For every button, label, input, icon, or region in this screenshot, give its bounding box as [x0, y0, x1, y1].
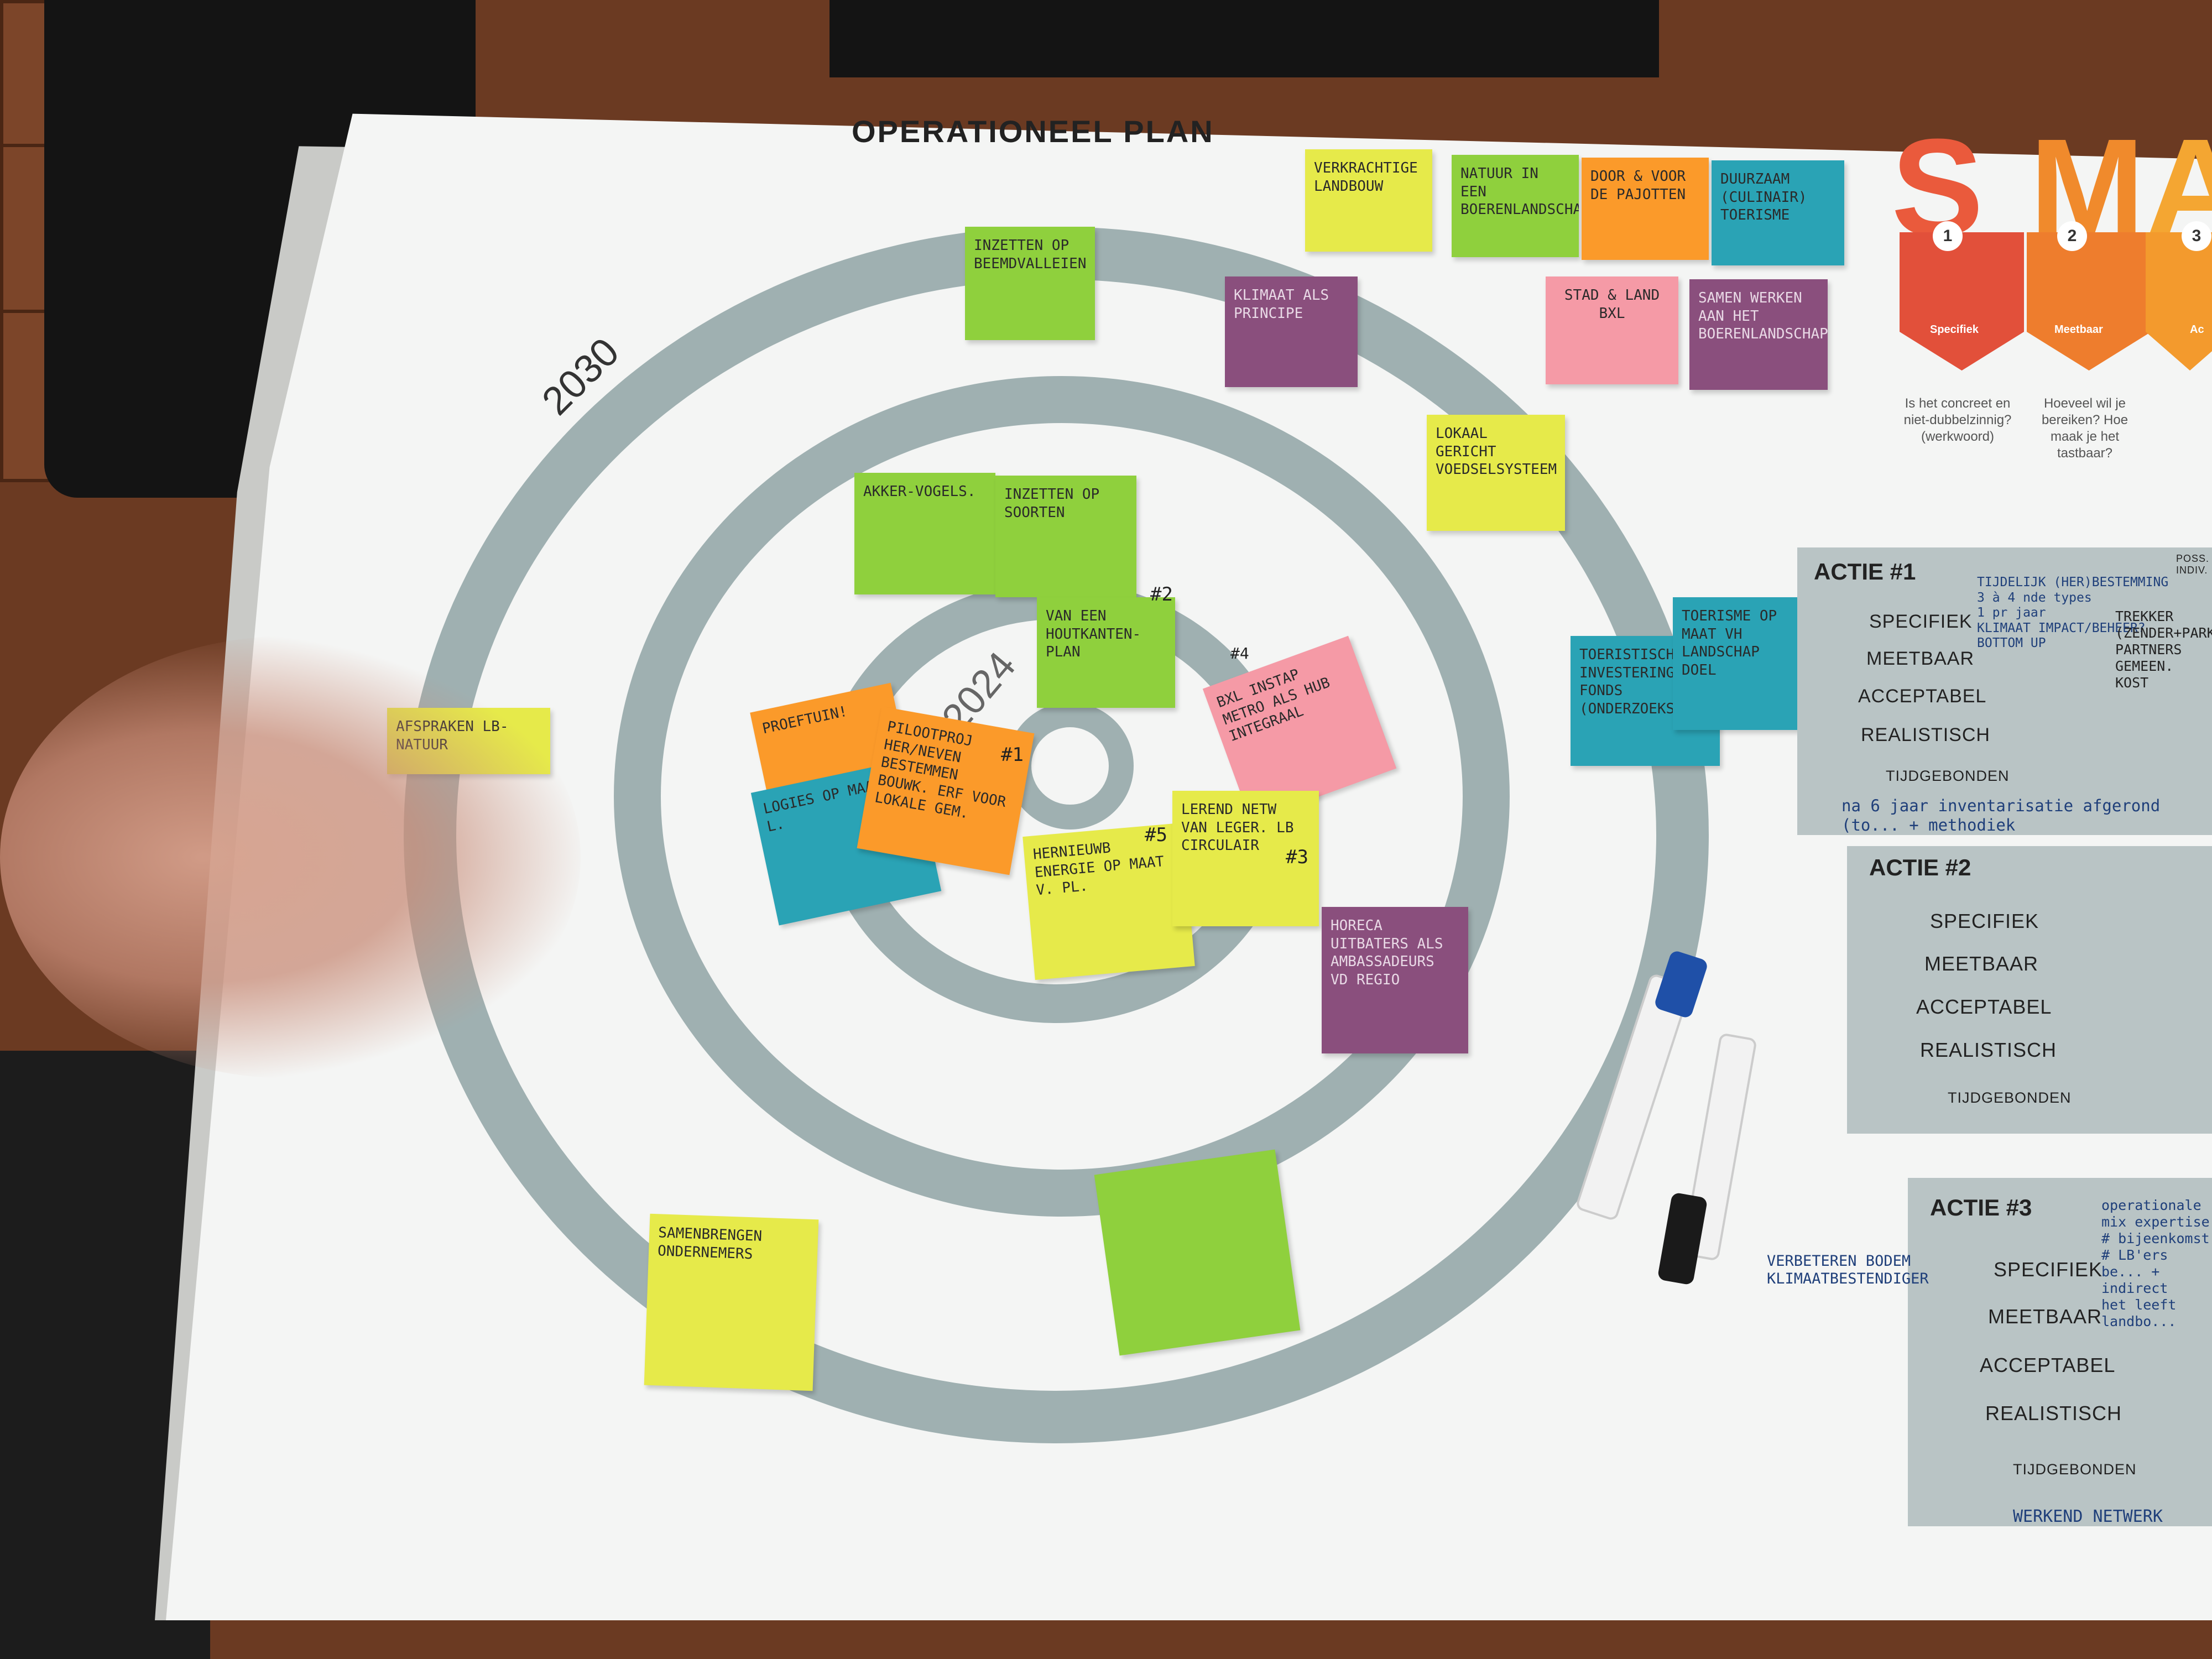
handwritten-notes: operationale mix expertise # bijeenkomst…	[2101, 1197, 2210, 1329]
sticky-note[interactable]: KLIMAAT ALS PRINCIPE	[1225, 276, 1358, 387]
action-row: SPECIFIEK	[1869, 611, 1973, 632]
note-number: #4	[1230, 644, 1249, 662]
sticky-note[interactable]: HORECA UITBATERS ALS AMBASSADEURS VD REG…	[1322, 907, 1468, 1053]
sticky-note[interactable]: HERNIEUWB ENERGIE OP MAAT V. PL.	[1022, 822, 1195, 980]
smart-banner-number: 2	[2057, 221, 2087, 251]
sticky-note-legend[interactable]: DOOR & VOOR DE PAJOTTEN	[1582, 158, 1709, 260]
smart-banner-number: 1	[1933, 221, 1963, 251]
action-panel-3	[1908, 1178, 2212, 1526]
action-title: ACTIE #2	[1869, 854, 1971, 880]
sticky-note[interactable]: LEREND NETW VAN LEGER. LB CIRCULAIR	[1172, 791, 1319, 926]
action-row: TIJDGEBONDEN	[1886, 768, 2010, 784]
action-title: ACTIE #3	[1930, 1194, 2032, 1220]
action-panel-1	[1797, 547, 2212, 835]
action-row: SPECIFIEK	[1930, 910, 2039, 932]
action-row: MEETBAAR	[1866, 648, 1975, 669]
action-row: ACCEPTABEL	[1980, 1354, 2116, 1376]
sticky-note-legend[interactable]: DUURZAAM (CULINAIR) TOERISME	[1712, 160, 1844, 265]
sticky-note[interactable]: LOKAAL GERICHT VOEDSELSYSTEEM	[1427, 415, 1565, 531]
action-panel-2	[1847, 846, 2212, 1134]
person-silhouette	[830, 0, 1659, 77]
action-title: ACTIE #1	[1814, 559, 1916, 585]
action-row: TIJDGEBONDEN	[2013, 1461, 2137, 1478]
sticky-note[interactable]: INZETTEN OP BEEMDVALLEIEN	[965, 227, 1095, 340]
smart-question: Hoeveel wil je bereiken? Hoe maak je het…	[2041, 396, 2128, 461]
handwritten-notes: TIJDELIJK (HER)BESTEMMING 3 à 4 nde type…	[1977, 575, 2169, 651]
action-row: MEETBAAR	[1988, 1305, 2103, 1328]
sticky-note[interactable]: VAN EEN HOUTKANTEN-PLAN	[1037, 597, 1175, 708]
blurred-hand	[0, 636, 581, 1078]
sticky-note-legend[interactable]: VERKRACHTIGE LANDBOUW	[1305, 149, 1432, 252]
handwritten-notes: TREKKER (ZENDER+PARKBLB) PARTNERS GEMEEN…	[2115, 608, 2212, 691]
sticky-note-legend[interactable]: STAD & LAND BXL	[1546, 276, 1678, 384]
blank-sticky-note[interactable]	[1094, 1149, 1301, 1356]
action-row: MEETBAAR	[1924, 952, 2039, 975]
note-number: #3	[1286, 846, 1308, 868]
action-row: SPECIFIEK	[1994, 1258, 2103, 1281]
action-row: REALISTISCH	[1920, 1039, 2057, 1061]
note-number: #2	[1150, 583, 1173, 606]
smart-banner-number: 3	[2182, 221, 2211, 251]
poster-title: OPERATIONEEL PLAN	[852, 114, 1214, 149]
handwritten-footer: na 6 jaar inventarisatie afgerond (to...…	[1841, 796, 2161, 834]
action-row: REALISTISCH	[1861, 724, 1990, 745]
note-number: #1	[1001, 744, 1024, 766]
sticky-note[interactable]: AKKER-VOGELS.	[854, 473, 995, 594]
action-row: ACCEPTABEL	[1858, 686, 1987, 707]
action-row: ACCEPTABEL	[1916, 995, 2052, 1018]
sticky-note[interactable]: SAMENBRENGEN ONDERNEMERS	[644, 1213, 819, 1391]
sticky-note-legend[interactable]: SAMEN WERKEN AAN HET BOERENLANDSCHAP	[1689, 279, 1828, 390]
smart-banner-label: Ac	[2190, 324, 2204, 336]
handwritten-footer: WERKEND NETWERK	[2013, 1507, 2163, 1526]
smart-question: Is het concreet en niet-dubbelzinnig? (w…	[1903, 396, 2012, 444]
action-corner-label: POSS. INDIV.	[2176, 553, 2210, 576]
sticky-note[interactable]: PILOOTPROJ HER/NEVEN BESTEMMEN BOUWK. ER…	[857, 706, 1035, 875]
smart-banner-label: Specifiek	[1930, 324, 1979, 336]
smart-banner-label: Meetbaar	[2054, 324, 2103, 336]
action-row: REALISTISCH	[1985, 1402, 2122, 1425]
sticky-note-legend[interactable]: NATUUR IN EEN BOERENLANDSCHAP	[1452, 155, 1579, 257]
note-number: #5	[1145, 824, 1167, 846]
action-row: TIJDGEBONDEN	[1948, 1089, 2072, 1106]
sticky-note[interactable]: INZETTEN OP SOORTEN	[995, 476, 1136, 597]
handwritten-side-notes: VERBETEREN BODEM KLIMAATBESTENDIGER	[1767, 1253, 1929, 1288]
